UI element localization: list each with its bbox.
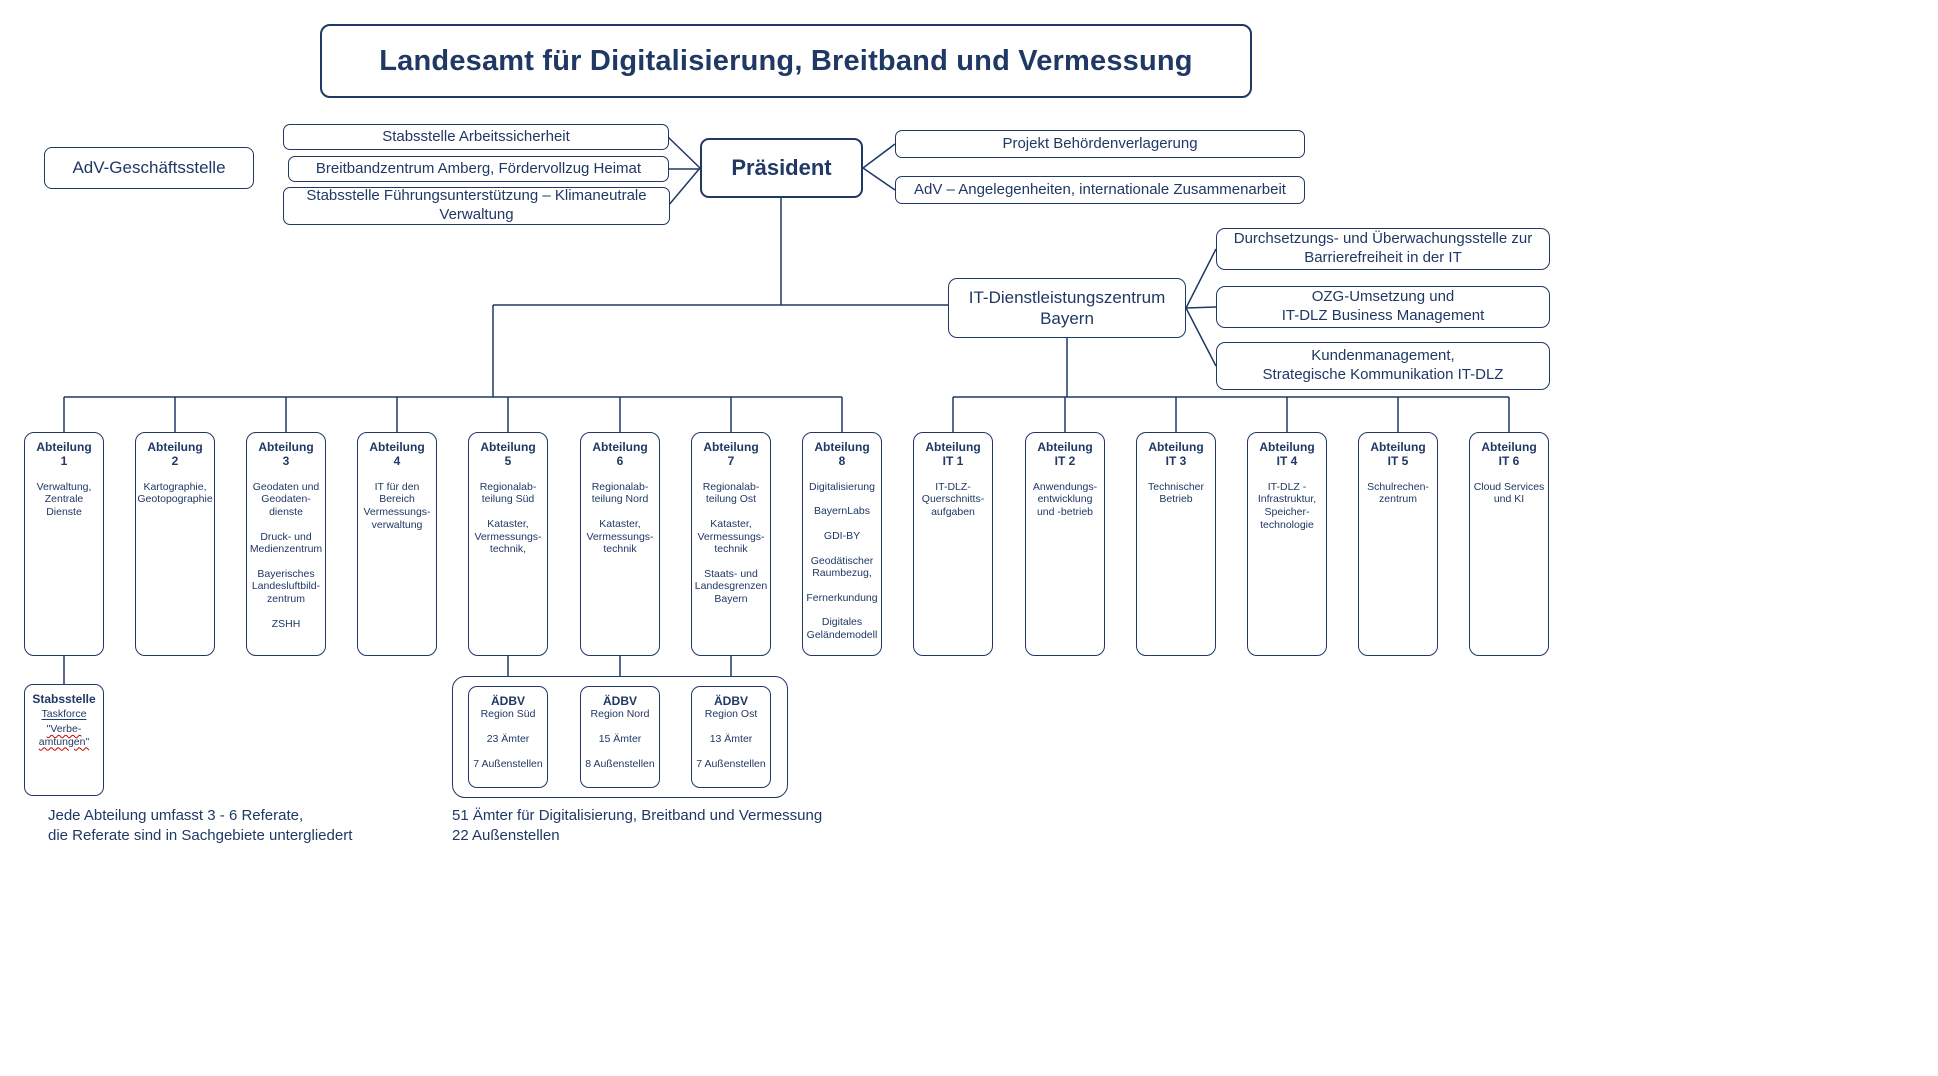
- department-title: Abteilung 5: [480, 440, 536, 469]
- note-aemter: 51 Ämter für Digitalisierung, Breitband …: [452, 807, 823, 845]
- department-title: Abteilung IT 6: [1481, 440, 1537, 469]
- department-box-it6: Abteilung IT 6 Cloud Services und KI: [1469, 432, 1549, 656]
- ozg-umsetzung-box: OZG-Umsetzung und IT-DLZ Business Manage…: [1216, 286, 1550, 328]
- department-unit: Verwaltung, Zentrale Dienste: [36, 480, 92, 518]
- department-box-1: Abteilung 1 Verwaltung, Zentrale Dienste: [24, 432, 104, 656]
- aedbv-title: ÄDBV: [602, 694, 637, 708]
- projekt-behoerdenverlagerung-box: Projekt Behördenverlagerung: [895, 130, 1305, 158]
- aedbv-region-ost-box: ÄDBV Region Ost 13 Ämter 7 Außenstellen: [691, 686, 771, 788]
- department-title: Abteilung 2: [147, 440, 203, 469]
- breitbandzentrum-amberg-box: Breitbandzentrum Amberg, Fördervollzug H…: [288, 156, 669, 182]
- department-unit: Fernerkundung: [806, 591, 878, 604]
- agency-title-box: Landesamt für Digitalisierung, Breitband…: [320, 24, 1252, 98]
- president-box: Präsident: [700, 138, 863, 198]
- note-referate: Jede Abteilung umfasst 3 - 6 Referate, d…: [48, 807, 353, 845]
- taskforce-title: Stabsstelle: [32, 692, 96, 706]
- taskforce-line: "Verbe- amtungen": [38, 722, 90, 748]
- department-unit: Kataster, Vermessungs- technik,: [474, 517, 542, 556]
- barrierefreiheit-box: Durchsetzungs- und Überwachungsstelle zu…: [1216, 228, 1550, 270]
- aedbv-branches: 7 Außenstellen: [696, 757, 766, 770]
- aedbv-offices: 13 Ämter: [709, 732, 753, 745]
- department-unit: IT-DLZ- Querschnitts- aufgaben: [921, 480, 985, 518]
- department-box-it3: Abteilung IT 3 Technischer Betrieb: [1136, 432, 1216, 656]
- department-title: Abteilung 8: [814, 440, 870, 469]
- department-unit: IT für den Bereich Vermessungs- verwaltu…: [363, 480, 431, 531]
- department-title: Abteilung 1: [36, 440, 92, 469]
- department-unit: Cloud Services und KI: [1473, 480, 1545, 506]
- department-box-8: Abteilung 8 Digitalisierung BayernLabs G…: [802, 432, 882, 656]
- department-title: Abteilung IT 4: [1259, 440, 1315, 469]
- aedbv-region-nord-box: ÄDBV Region Nord 15 Ämter 8 Außenstellen: [580, 686, 660, 788]
- aedbv-region: Region Nord: [590, 708, 650, 721]
- taskforce-line: Taskforce: [41, 708, 87, 721]
- department-unit: Druck- und Medienzentrum: [249, 530, 323, 556]
- aedbv-region-sued-box: ÄDBV Region Süd 23 Ämter 7 Außenstellen: [468, 686, 548, 788]
- taskforce-verbeamtungen-box: Stabsstelle Taskforce "Verbe- amtungen": [24, 684, 104, 796]
- department-unit: Schulrechen- zentrum: [1367, 480, 1429, 506]
- aedbv-offices: 15 Ämter: [598, 732, 642, 745]
- department-unit: Kataster, Vermessungs- technik: [697, 517, 765, 556]
- department-unit: IT-DLZ - Infrastruktur, Speicher- techno…: [1257, 480, 1317, 531]
- department-unit: ZSHH: [271, 617, 301, 630]
- department-unit: Staats- und Landesgrenzen Bayern: [694, 567, 768, 605]
- department-unit: Kartographie, Geotopographie: [137, 480, 213, 506]
- department-box-7: Abteilung 7 Regionalab- teilung Ost Kata…: [691, 432, 771, 656]
- department-unit: Geodaten und Geodaten- dienste: [252, 480, 320, 518]
- department-unit: Bayerisches Landesluftbild- zentrum: [251, 567, 321, 605]
- stabsstelle-fuehrungsunterstuetzung-box: Stabsstelle Führungsunterstützung – Klim…: [283, 187, 670, 225]
- department-box-6: Abteilung 6 Regionalab- teilung Nord Kat…: [580, 432, 660, 656]
- department-unit: Regionalab- teilung Nord: [591, 480, 649, 506]
- department-unit: Geodätischer Raumbezug,: [810, 554, 874, 580]
- department-title: Abteilung 6: [592, 440, 648, 469]
- department-title: Abteilung IT 3: [1148, 440, 1204, 469]
- department-unit: Regionalab- teilung Ost: [702, 480, 760, 506]
- aedbv-title: ÄDBV: [490, 694, 525, 708]
- department-title: Abteilung IT 5: [1370, 440, 1426, 469]
- department-unit: GDI-BY: [823, 529, 861, 542]
- department-unit: Regionalab- teilung Süd: [479, 480, 537, 506]
- department-unit: Digitalisierung: [809, 480, 875, 493]
- kundenmanagement-box: Kundenmanagement, Strategische Kommunika…: [1216, 342, 1550, 390]
- department-unit: Kataster, Vermessungs- technik: [586, 517, 654, 556]
- aedbv-region: Region Ost: [704, 708, 758, 721]
- department-box-it4: Abteilung IT 4 IT-DLZ - Infrastruktur, S…: [1247, 432, 1327, 656]
- department-box-it2: Abteilung IT 2 Anwendungs- entwicklung u…: [1025, 432, 1105, 656]
- department-unit: BayernLabs: [813, 505, 871, 518]
- aedbv-branches: 7 Außenstellen: [473, 757, 543, 770]
- department-box-5: Abteilung 5 Regionalab- teilung Süd Kata…: [468, 432, 548, 656]
- department-title: Abteilung 4: [369, 440, 425, 469]
- it-dienstleistungszentrum-box: IT-Dienstleistungszentrum Bayern: [948, 278, 1186, 338]
- adv-geschaeftsstelle-box: AdV-Geschäftsstelle: [44, 147, 254, 189]
- aedbv-title: ÄDBV: [713, 694, 748, 708]
- aedbv-region: Region Süd: [480, 708, 536, 721]
- adv-angelegenheiten-box: AdV – Angelegenheiten, internationale Zu…: [895, 176, 1305, 204]
- stabsstelle-arbeitssicherheit-box: Stabsstelle Arbeitssicherheit: [283, 124, 669, 150]
- department-title: Abteilung IT 2: [1037, 440, 1093, 469]
- aedbv-branches: 8 Außenstellen: [585, 757, 655, 770]
- aedbv-offices: 23 Ämter: [486, 732, 530, 745]
- department-unit: Digitales Geländemodell: [806, 616, 878, 641]
- department-title: Abteilung 7: [703, 440, 759, 469]
- department-title: Abteilung 3: [258, 440, 314, 469]
- department-title: Abteilung IT 1: [925, 440, 981, 469]
- department-box-2: Abteilung 2 Kartographie, Geotopographie: [135, 432, 215, 656]
- department-unit: Technischer Betrieb: [1147, 480, 1205, 506]
- department-box-3: Abteilung 3 Geodaten und Geodaten- diens…: [246, 432, 326, 656]
- department-box-it1: Abteilung IT 1 IT-DLZ- Querschnitts- auf…: [913, 432, 993, 656]
- department-box-it5: Abteilung IT 5 Schulrechen- zentrum: [1358, 432, 1438, 656]
- department-box-4: Abteilung 4 IT für den Bereich Vermessun…: [357, 432, 437, 656]
- department-unit: Anwendungs- entwicklung und -betrieb: [1032, 480, 1098, 518]
